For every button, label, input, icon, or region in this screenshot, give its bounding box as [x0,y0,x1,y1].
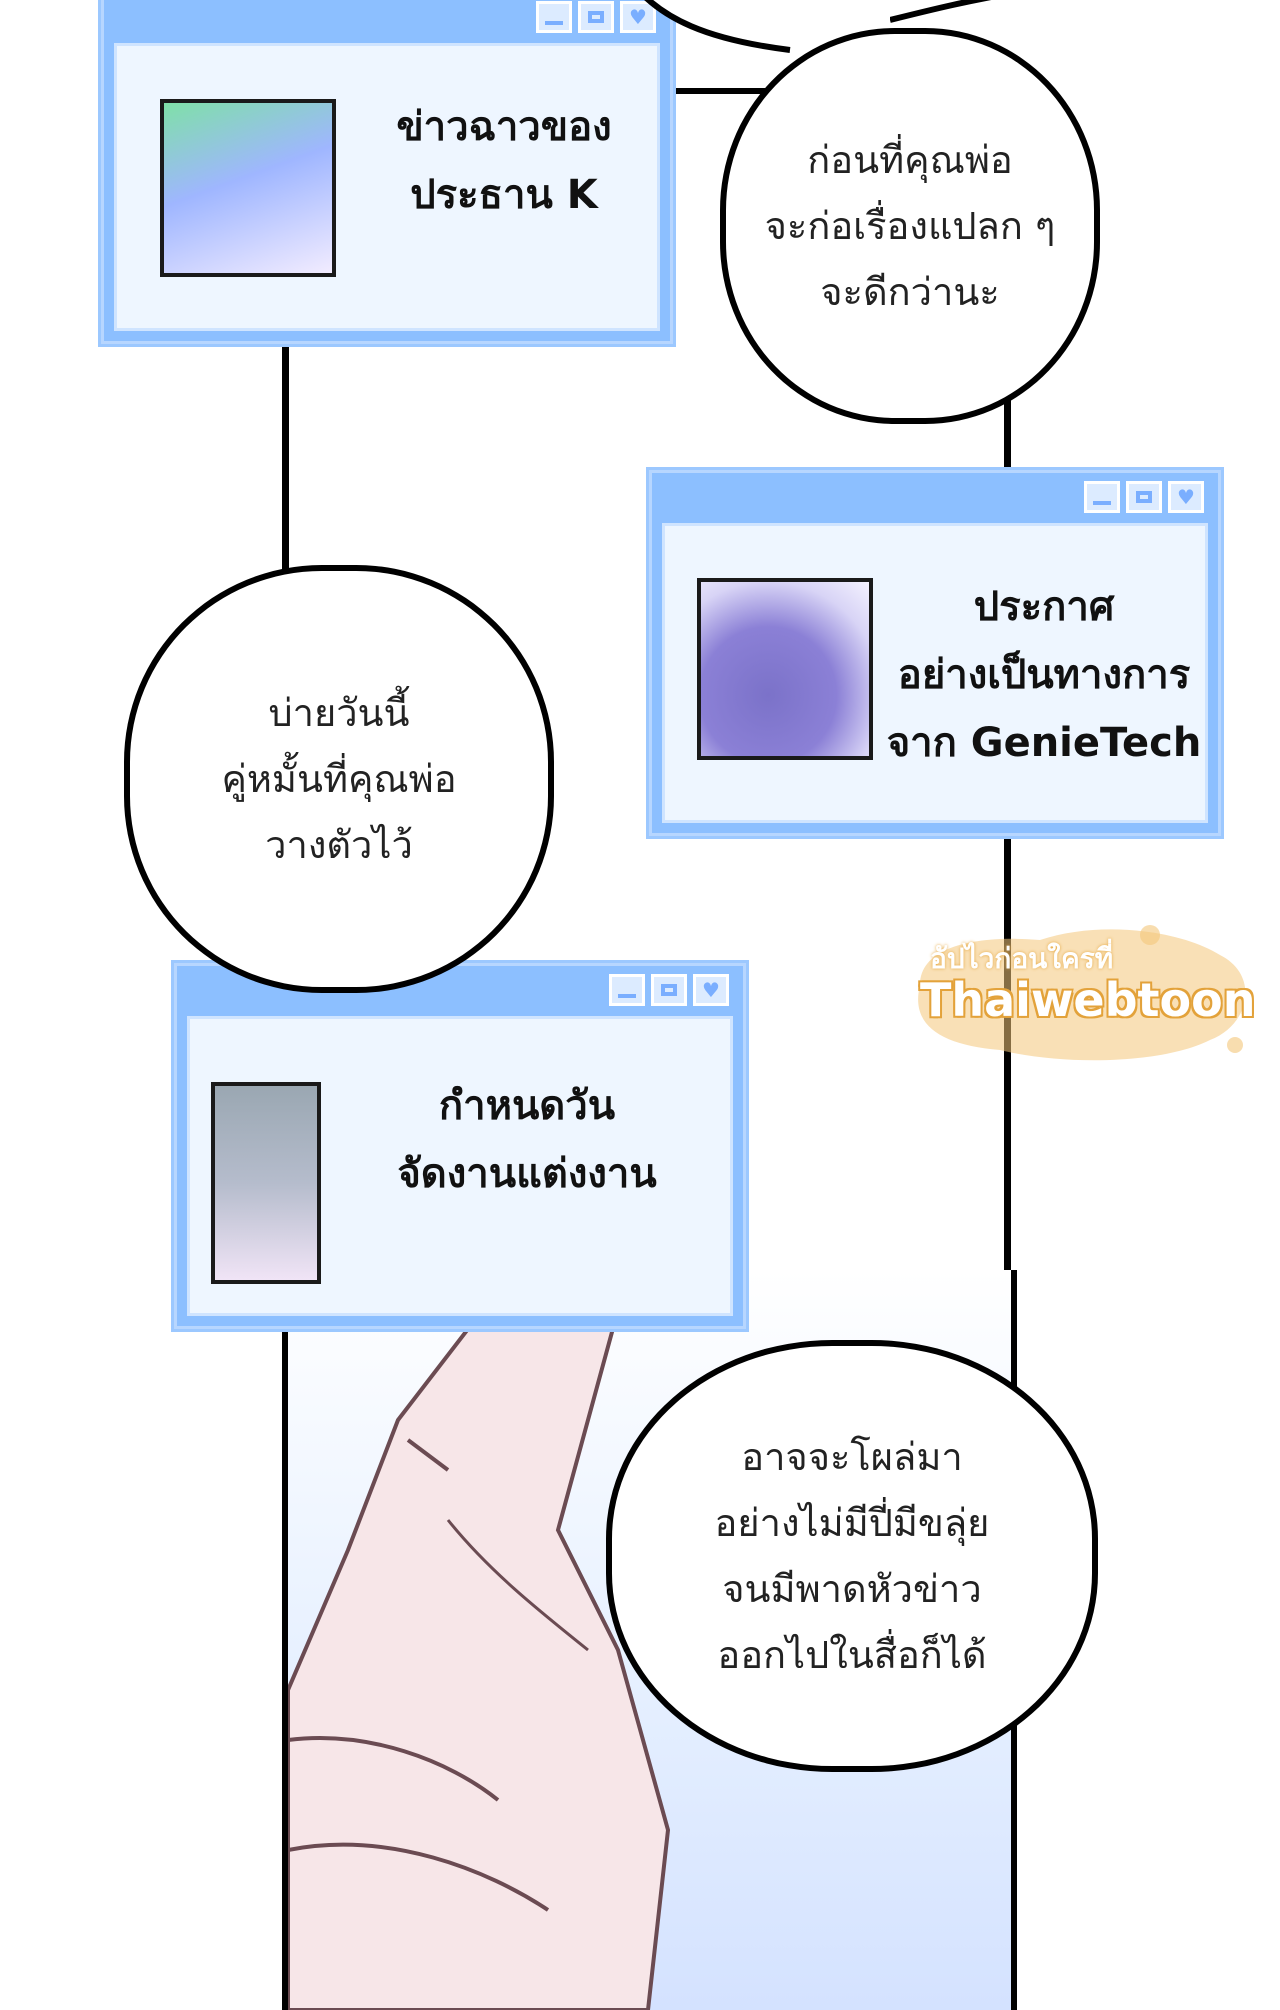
speech-bubble-text: บ่ายวันนี้ คู่หมั้นที่คุณพ่อ วางตัวไว้ [221,691,457,867]
news-window-1[interactable]: ♥ ข่าวฉาวของ ประธาน K [101,0,673,344]
minimize-icon[interactable] [536,1,572,33]
window-title-text: ข่าวฉาวของ ประธาน K [354,93,654,229]
window-titlebar[interactable] [104,0,670,39]
window-title-line: ประธาน K [410,172,598,218]
news-thumbnail [211,1082,321,1284]
watermark-top-text: อัปไวก่อนใครที่ [930,942,1114,975]
minimize-icon[interactable] [1084,481,1120,513]
window-title-text: ประกาศ อย่างเป็นทางการ จาก GenieTech [874,573,1214,777]
connector-line-right-top [1004,390,1011,480]
window-controls: ♥ [609,974,729,1006]
news-thumbnail [697,578,873,760]
window-controls: ♥ [536,1,656,33]
speech-bubble-3: อาจจะโผล่มา อย่างไม่มีปี่มีขลุ่ย จนมีพาด… [606,1340,1098,1772]
maximize-icon[interactable] [651,974,687,1006]
window-controls: ♥ [1084,481,1204,513]
bubble-tail [644,0,840,70]
watermark-splash [918,925,1246,1061]
connector-line-right-mid [1004,830,1011,1390]
close-icon[interactable]: ♥ [1168,481,1204,513]
news-thumbnail [160,99,336,277]
window-titlebar[interactable] [652,473,1218,519]
maximize-icon[interactable] [578,1,614,33]
speech-bubble-text: อาจจะโผล่มา อย่างไม่มีปี่มีขลุ่ย จนมีพาด… [714,1435,990,1677]
minimize-icon[interactable] [609,974,645,1006]
close-icon[interactable]: ♥ [620,1,656,33]
news-window-2[interactable]: ♥ ประกาศ อย่างเป็นทางการ จาก GenieTech [649,470,1221,836]
speech-bubble-2: บ่ายวันนี้ คู่หมั้นที่คุณพ่อ วางตัวไว้ [124,565,554,993]
speech-bubble-1: ก่อนที่คุณพ่อ จะก่อเรื่องแปลก ๆ จะดีกว่า… [720,28,1100,424]
connector-line-top-horizontal [660,88,780,94]
watermark: อัปไวก่อนใครที่ Thaiwebtoon [900,915,1260,1075]
window-title-line: อย่างเป็นทางการ [897,652,1191,698]
window-title-line: ข่าวฉาวของ [396,104,612,150]
window-title-line: ประกาศ [973,584,1115,630]
speech-bubble-text: ก่อนที่คุณพ่อ จะก่อเรื่องแปลก ๆ จะดีกว่า… [764,138,1056,314]
window-title-line: กำหนดวัน [438,1083,616,1129]
close-icon[interactable]: ♥ [693,974,729,1006]
news-window-3[interactable]: ♥ กำหนดวัน จัดงานแต่งงาน [174,963,746,1329]
maximize-icon[interactable] [1126,481,1162,513]
watermark-main-text: Thaiwebtoon [920,973,1256,1027]
window-title-line: จัดงานแต่งงาน [397,1151,657,1197]
window-title-line: จาก GenieTech [886,720,1202,766]
window-title-text: กำหนดวัน จัดงานแต่งงาน [327,1072,727,1208]
